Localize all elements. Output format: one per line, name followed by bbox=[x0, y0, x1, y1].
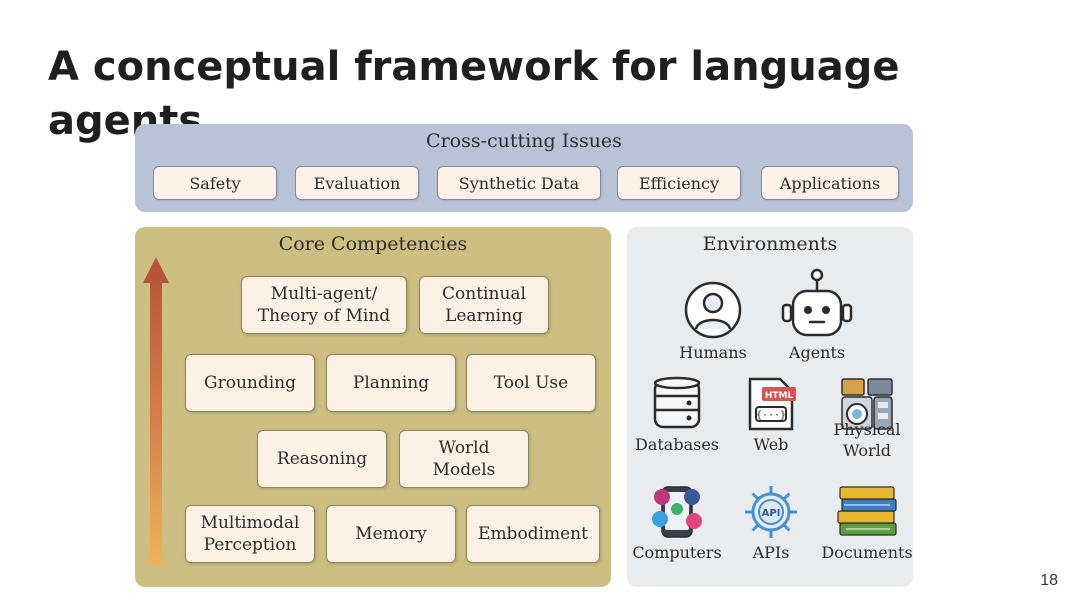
env-label-documents: Documents bbox=[821, 543, 913, 562]
database-icon bbox=[653, 376, 701, 429]
cross-item-efficiency: Efficiency bbox=[617, 166, 741, 200]
smartphone-apps-icon bbox=[652, 486, 702, 538]
progression-arrow bbox=[150, 279, 162, 565]
env-label-databases: Databases bbox=[634, 435, 719, 454]
env-agents: Agents bbox=[767, 267, 867, 363]
html-badge: HTML bbox=[765, 391, 794, 401]
env-label-humans: Humans bbox=[679, 343, 747, 362]
card-multi-agent: Multi-agent/Theory of Mind bbox=[241, 276, 407, 334]
api-gear-icon: API bbox=[745, 486, 797, 538]
card-grounding: Grounding bbox=[185, 354, 315, 412]
env-documents: Documents bbox=[817, 483, 917, 563]
appliances-icon bbox=[841, 378, 893, 430]
core-competencies-panel: Core Competencies Multi-agent/Theory of … bbox=[135, 227, 611, 587]
page-number: 18 bbox=[1040, 572, 1058, 589]
env-label-agents: Agents bbox=[788, 343, 846, 362]
environments-title: Environments bbox=[702, 233, 838, 255]
cross-item-applications: Applications bbox=[761, 166, 899, 200]
card-memory: Memory bbox=[326, 505, 456, 563]
progression-arrow-head bbox=[143, 257, 169, 283]
cross-cutting-title: Cross-cutting Issues bbox=[426, 130, 622, 152]
card-embodiment: Embodiment bbox=[466, 505, 600, 563]
books-icon bbox=[837, 486, 897, 536]
env-databases: Databases bbox=[627, 375, 727, 455]
core-competencies-title: Core Competencies bbox=[278, 233, 468, 255]
api-badge: API bbox=[762, 508, 781, 519]
cross-item-synthetic-data: Synthetic Data bbox=[437, 166, 601, 200]
html-page-icon: HTML {···} bbox=[748, 377, 796, 431]
env-humans: Humans bbox=[663, 279, 763, 363]
env-label-apis: APIs bbox=[752, 543, 790, 562]
env-computers: Computers bbox=[627, 483, 727, 563]
env-label-computers: Computers bbox=[632, 543, 722, 562]
env-label-web: Web bbox=[753, 435, 789, 454]
cross-cutting-panel: Cross-cutting Issues Safety Evaluation S… bbox=[135, 124, 913, 212]
card-tool-use: Tool Use bbox=[466, 354, 596, 412]
slide-title: A conceptual framework for language agen… bbox=[48, 44, 900, 144]
cross-item-safety: Safety bbox=[153, 166, 277, 200]
env-web: HTML {···} Web bbox=[721, 375, 821, 455]
card-reasoning: Reasoning bbox=[257, 430, 387, 488]
card-planning: Planning bbox=[326, 354, 456, 412]
env-apis: API APIs bbox=[721, 483, 821, 563]
cross-item-evaluation: Evaluation bbox=[295, 166, 419, 200]
robot-icon bbox=[781, 268, 853, 337]
code-glyph: {···} bbox=[756, 410, 786, 421]
environments-panel: Environments Humans Agents bbox=[627, 227, 913, 587]
person-icon bbox=[684, 281, 742, 339]
